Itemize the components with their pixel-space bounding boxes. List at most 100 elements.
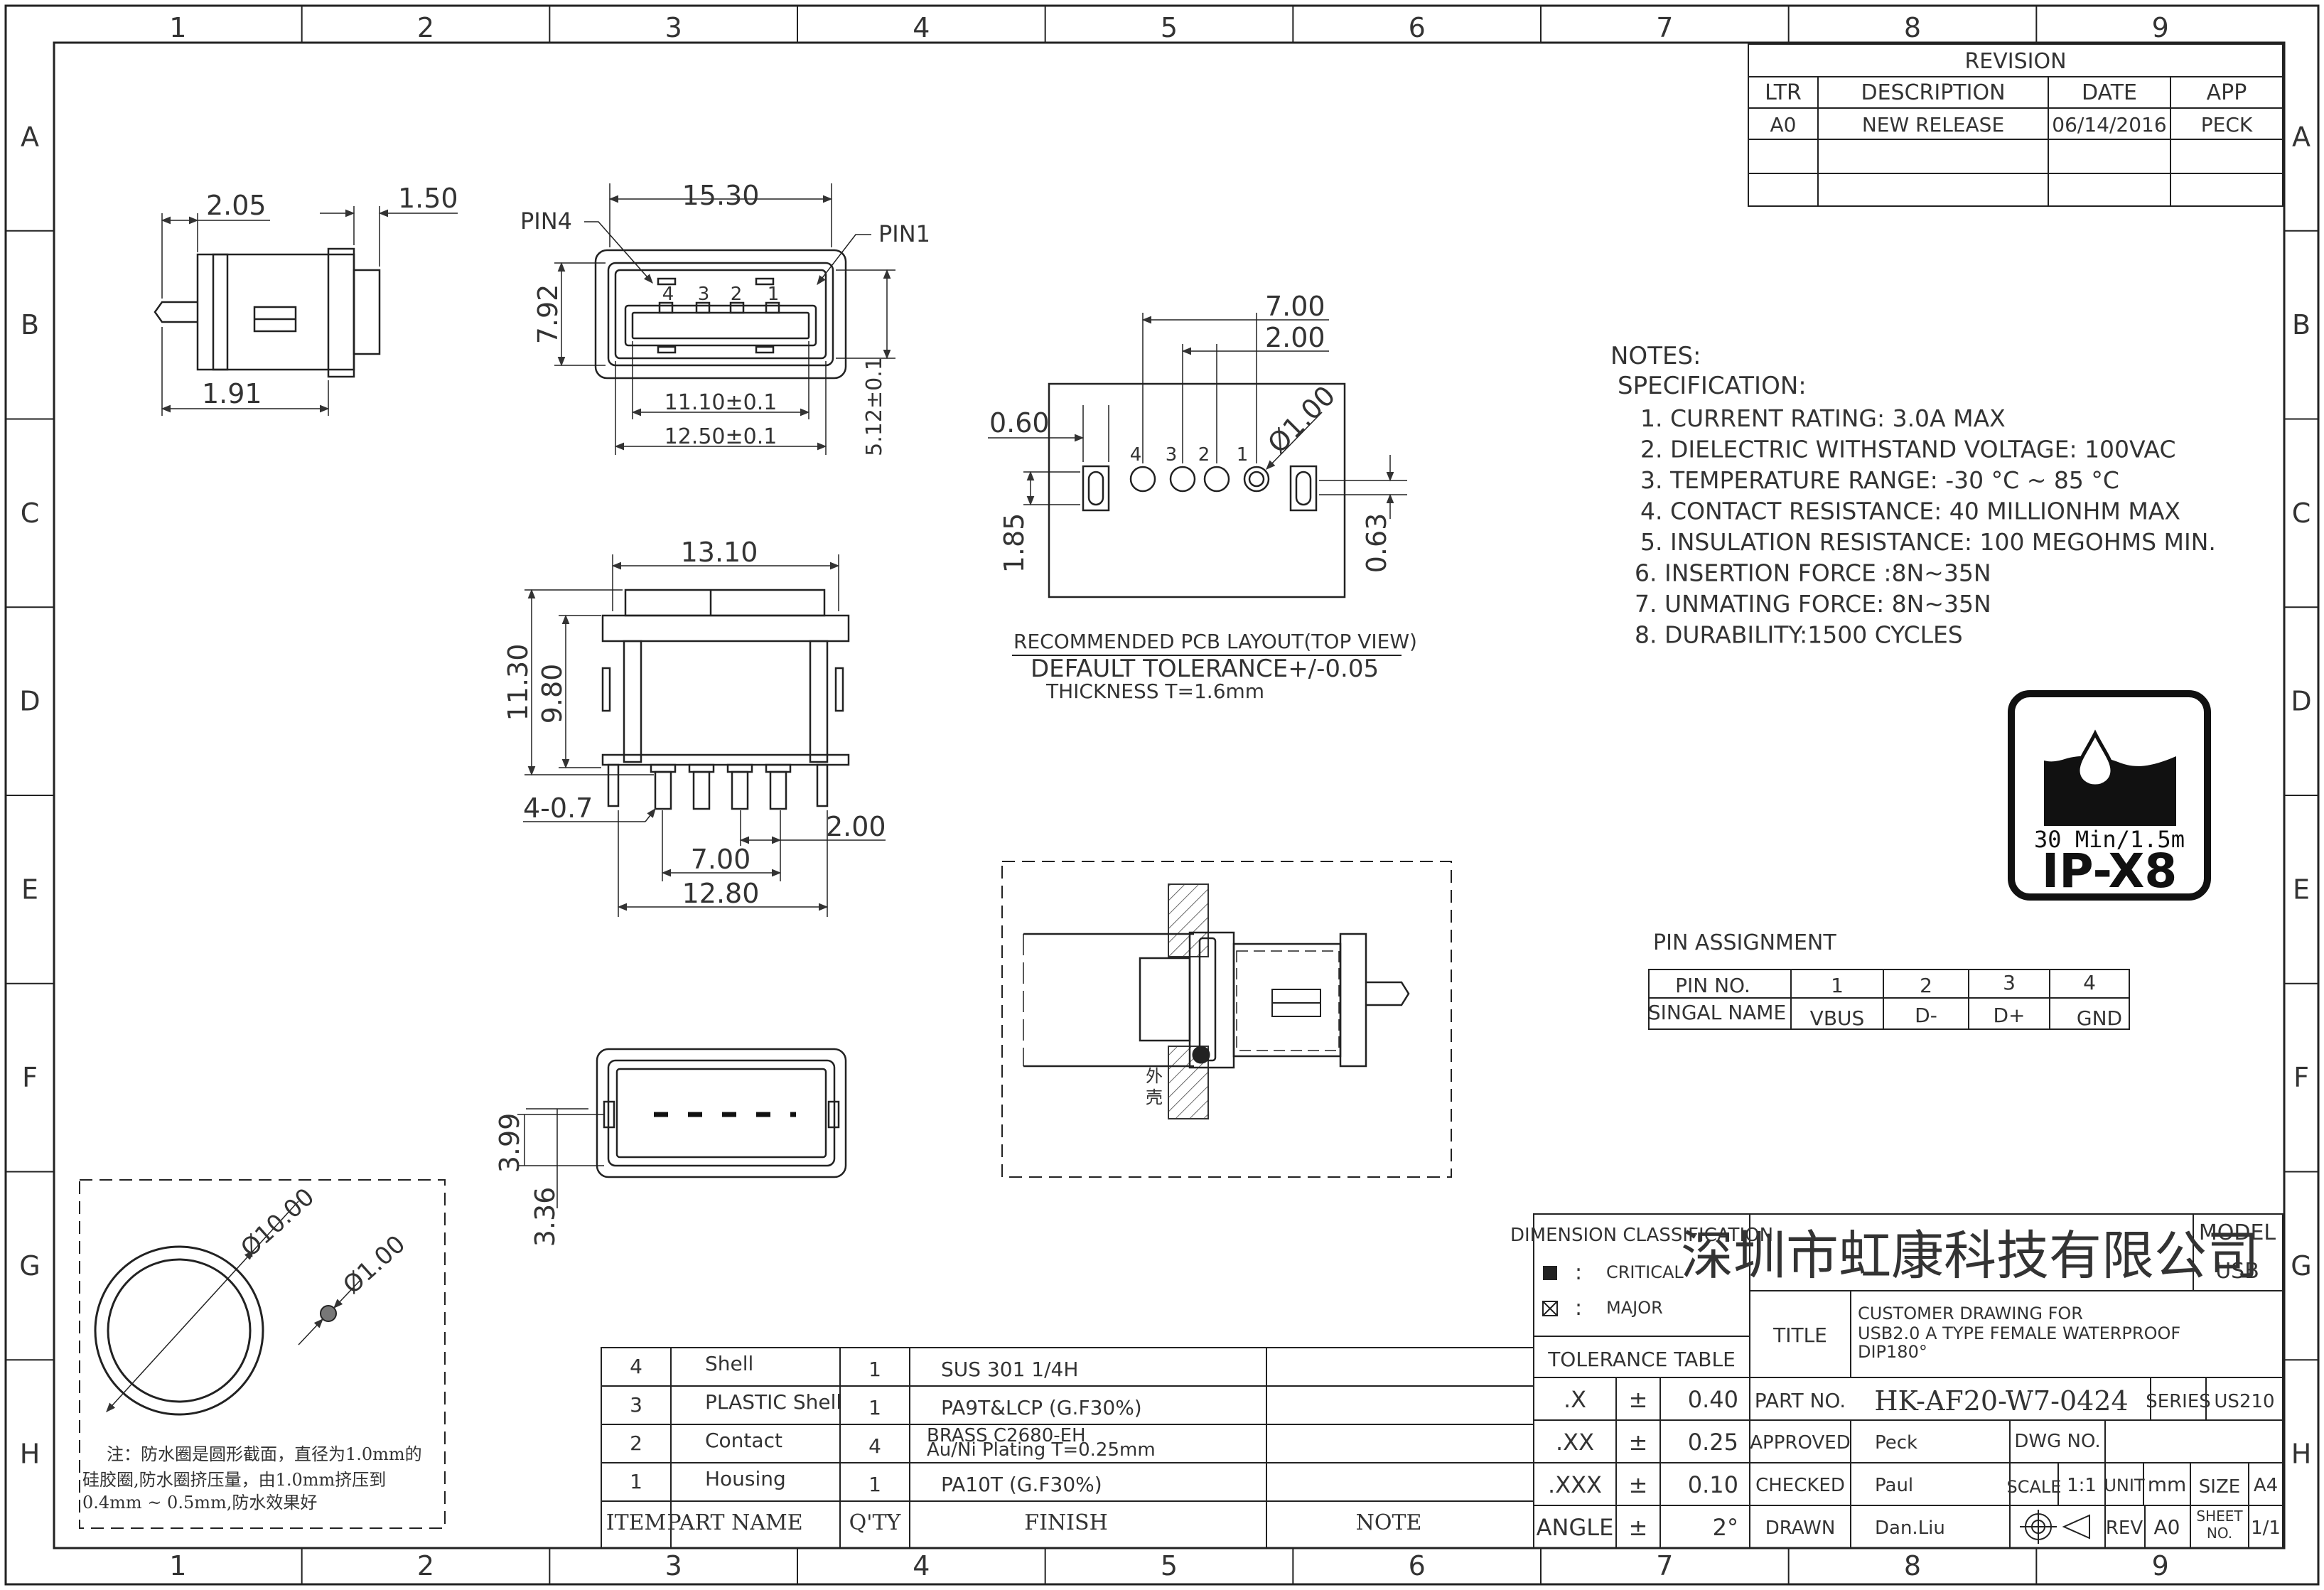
side-dim-1-91: 1.91: [202, 378, 262, 409]
section-view: [1001, 861, 1452, 1178]
dwg-no-label: DWG NO.: [2014, 1431, 2100, 1452]
section-label-shell: 外: [1146, 1066, 1163, 1086]
zone-row-label-right: C: [2292, 498, 2311, 529]
zone-column-label-bottom: 2: [417, 1550, 434, 1581]
bom-header-finish: FINISH: [1024, 1510, 1107, 1535]
ip-x8-depth: 30 Min/1.5m: [2034, 826, 2185, 853]
revision-app: PECK: [2201, 113, 2253, 136]
revision-header-app: APP: [2207, 80, 2247, 105]
note-item: 6. INSERTION FORCE :8N~35N: [1635, 559, 1991, 587]
sheet-label-2: NO.: [2207, 1525, 2232, 1542]
model-value: USB: [2215, 1259, 2259, 1284]
note-item: 7. UNMATING FORCE: 8N~35N: [1635, 590, 1991, 618]
pcb-pin-number-4: 4: [1130, 444, 1142, 466]
side-dim-2-05: 2.05: [206, 190, 267, 221]
front-view: [554, 183, 895, 455]
zone-row-label-left: C: [21, 498, 40, 529]
side-dim-1-50: 1.50: [398, 183, 458, 214]
zone-row-label-right: F: [2293, 1062, 2309, 1093]
oring-note-line-2: 硅胶圈,防水圈挤压量，由1.0mm挤压到: [82, 1470, 386, 1490]
front-pin4-label: PIN4: [520, 208, 572, 235]
bom-finish: SUS 301 1/4H: [941, 1358, 1078, 1381]
title-line-1: CUSTOMER DRAWING FOR: [1858, 1304, 2083, 1323]
dim-class-title: DIMENSION CLASSIFICATION: [1510, 1225, 1773, 1246]
elev-dim-9-80: 9.80: [537, 664, 568, 724]
zone-column-label-top: 3: [665, 12, 682, 43]
bom-item: 1: [630, 1470, 642, 1493]
zone-row-label-right: A: [2292, 121, 2310, 152]
bottom-dim-3-99: 3.99: [494, 1113, 525, 1173]
pin-assignment-table: [1648, 969, 2130, 1030]
pin-header-4: 4: [2083, 971, 2096, 994]
pcb-tolerance: DEFAULT TOLERANCE+/-0.05: [1031, 655, 1379, 683]
front-pin-number-4: 4: [662, 284, 674, 305]
bom-finish: Au/Ni Plating T=0.25mm: [927, 1439, 1156, 1461]
bom-qty: 1: [868, 1473, 881, 1496]
revision-header-description: DESCRIPTION: [1861, 80, 2005, 105]
bottom-view: [517, 1048, 847, 1208]
drawn-value: Dan.Liu: [1875, 1518, 1945, 1539]
approved-label: APPROVED: [1750, 1432, 1850, 1454]
dim-class-major-colon: :: [1575, 1296, 1582, 1321]
bom-qty: 1: [868, 1396, 881, 1419]
note-item: 8. DURABILITY:1500 CYCLES: [1635, 621, 1963, 649]
zone-column-label-top: 9: [2152, 12, 2169, 43]
bom-header-note: NOTE: [1356, 1510, 1422, 1535]
size-label: SIZE: [2199, 1476, 2240, 1498]
zone-column-label-top: 4: [913, 12, 930, 43]
pcb-pin-number-3: 3: [1166, 444, 1178, 466]
oring-note-line-1: 注：防水圈是圆形截面，直径为1.0mm的: [107, 1444, 422, 1464]
scale-value: 1:1: [2067, 1475, 2097, 1496]
bom-part-name: Housing: [705, 1467, 786, 1490]
revision-date: 06/14/2016: [2052, 113, 2166, 136]
pcb-pin-number-2: 2: [1198, 444, 1210, 466]
tolerance-pm: ±: [1629, 1471, 1648, 1498]
front-pin1-label: PIN1: [878, 220, 930, 247]
zone-column-label-bottom: 4: [913, 1550, 930, 1581]
bom-part-name: Shell: [705, 1352, 753, 1375]
zone-row-label-left: E: [21, 874, 38, 905]
tolerance-table-title: TOLERANCE TABLE: [1547, 1348, 1736, 1371]
bom-finish: PA9T&LCP (G.F30%): [941, 1396, 1142, 1419]
pin-assignment-title: PIN ASSIGNMENT: [1653, 930, 1836, 955]
zone-column-label-top: 8: [1904, 12, 1921, 43]
note-item: 5. INSULATION RESISTANCE: 100 MEGOHMS MI…: [1640, 528, 2216, 556]
bom-header-part-name: PART NAME: [667, 1510, 802, 1535]
pin-header-3: 3: [2003, 971, 2016, 994]
sheet-label: SHEET: [2196, 1508, 2243, 1525]
oring-detail: [79, 1179, 446, 1529]
series-label: SERIES: [2146, 1391, 2211, 1412]
checked-value: Paul: [1875, 1475, 1913, 1496]
tolerance-pm: ±: [1629, 1386, 1648, 1413]
drawn-label: DRAWN: [1765, 1518, 1836, 1539]
zone-column-label-bottom: 6: [1409, 1550, 1426, 1581]
zone-row-label-right: E: [2293, 874, 2310, 905]
elev-dim-12-80: 12.80: [682, 878, 760, 909]
oring-note-line-3: 0.4mm ~ 0.5mm,防水效果好: [82, 1493, 317, 1513]
note-item: 2. DIELECTRIC WITHSTAND VOLTAGE: 100VAC: [1640, 436, 2176, 463]
zone-row-label-right: D: [2291, 686, 2311, 717]
front-dim-11-10: 11.10±0.1: [665, 390, 778, 415]
ip-x8-badge: [2008, 690, 2211, 901]
elev-dim-11-30: 11.30: [502, 644, 534, 721]
tolerance-pm: ±: [1629, 1514, 1648, 1541]
bom-item: 3: [630, 1393, 642, 1417]
tolerance-pm: ±: [1629, 1429, 1648, 1456]
zone-column-label-top: 7: [1656, 12, 1673, 43]
bom-finish: BRASS C2680-EH: [927, 1425, 1086, 1446]
pcb-dim-1-85: 1.85: [999, 513, 1030, 574]
model-label: MODEL: [2199, 1220, 2276, 1245]
note-item: 4. CONTACT RESISTANCE: 40 MILLIONHM MAX: [1640, 498, 2180, 525]
zone-column-label-bottom: 9: [2152, 1550, 2169, 1581]
approved-value: Peck: [1875, 1432, 1917, 1454]
pin-signal-1: VBUS: [1810, 1006, 1865, 1030]
front-dim-15-30: 15.30: [682, 180, 760, 211]
note-item: 1. CURRENT RATING: 3.0A MAX: [1640, 404, 2006, 432]
zone-row-label-left: G: [19, 1250, 40, 1282]
bom-qty: 4: [868, 1434, 881, 1458]
unit-value: mm: [2148, 1473, 2187, 1496]
revision-description: NEW RELEASE: [1862, 113, 2004, 136]
elev-dim-2-00: 2.00: [826, 811, 886, 842]
